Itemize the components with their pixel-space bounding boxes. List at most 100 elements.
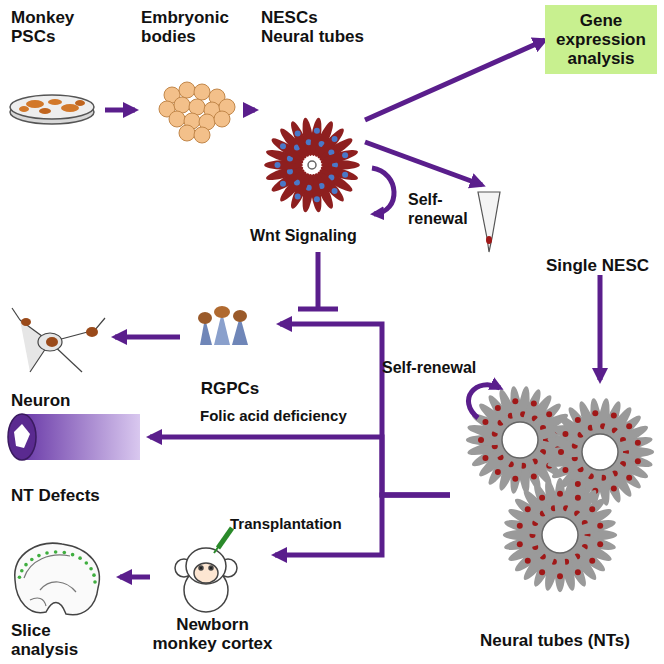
- nucleus: [512, 476, 518, 482]
- nucleus: [575, 417, 581, 423]
- nucleus: [525, 558, 531, 564]
- nucleus: [482, 419, 488, 425]
- process-box: Gene expression analysis: [545, 5, 657, 74]
- cell-dot: [30, 558, 34, 562]
- stage-node: Neural tubes (NTs): [450, 380, 660, 650]
- edge-label: Transplantation: [230, 514, 370, 533]
- neuron-cell: [12, 308, 105, 372]
- annotation-label: Self-renewal: [382, 358, 502, 377]
- cell-dot: [78, 556, 82, 560]
- nucleus: [539, 495, 545, 501]
- flow-arrow: [245, 108, 255, 113]
- cell-dot: [93, 580, 97, 584]
- neural-tube-defect: [8, 414, 140, 460]
- nucleus: [557, 573, 563, 579]
- nucleus: [531, 401, 537, 407]
- node-label: Neuron: [11, 391, 115, 410]
- annotation-label: Wnt Signaling: [250, 226, 400, 245]
- nucleus: [517, 523, 523, 529]
- nucleus: [314, 196, 320, 202]
- nucleus: [280, 143, 286, 149]
- stage-node: RGPCs: [180, 298, 280, 398]
- nucleus: [557, 491, 563, 497]
- node-label: Embryonic bodies: [141, 8, 245, 46]
- cell-dot: [63, 551, 67, 555]
- nucleus: [589, 558, 595, 564]
- nucleus: [342, 152, 348, 158]
- nucleus: [562, 467, 568, 473]
- culture-dish: [10, 95, 94, 124]
- brain-slice: [15, 543, 100, 615]
- lumen: [582, 434, 618, 470]
- nucleus: [495, 405, 501, 411]
- stage-node: Single NESC: [455, 185, 655, 275]
- cell-dot: [24, 563, 28, 567]
- cell-dot: [71, 553, 75, 557]
- nesc-rosette: [264, 117, 360, 213]
- eb-sphere: [179, 82, 195, 98]
- nucleus: [478, 437, 484, 443]
- nucleus: [517, 541, 523, 547]
- cell-dot: [85, 561, 89, 565]
- nucleus: [512, 398, 518, 404]
- self-renewal-arrow: [469, 385, 500, 418]
- eb-sphere: [214, 111, 230, 127]
- stage-node: Slice analysis: [5, 535, 120, 659]
- eb-sphere: [194, 127, 210, 143]
- flow-arrow: [598, 275, 603, 380]
- stage-node: Embryonic bodies: [135, 8, 245, 133]
- edge-label: Folic acid deficiency: [200, 406, 370, 425]
- node-label: Monkey PSCs: [11, 8, 105, 46]
- nucleus: [575, 569, 581, 575]
- nucleus: [280, 181, 286, 187]
- nucleus: [332, 136, 338, 142]
- inhibition-bar: [298, 252, 338, 309]
- pipette: [478, 192, 500, 252]
- nucleus: [635, 458, 641, 464]
- nucleus: [575, 495, 581, 501]
- flow-arrow: [365, 40, 545, 120]
- stage-node: Newborn monkey cortex: [150, 525, 275, 653]
- self-renewal-arrow: [372, 168, 394, 214]
- nucleus: [525, 506, 531, 512]
- nucleus: [558, 449, 564, 455]
- nucleus: [314, 128, 320, 134]
- nucleus: [482, 455, 488, 461]
- cell: [319, 147, 359, 167]
- nucleus: [575, 481, 581, 487]
- annotation-label: Self-renewal: [408, 190, 470, 228]
- node-label: Neural tubes (NTs): [450, 631, 660, 650]
- nucleus: [275, 162, 281, 168]
- flow-arrow: [105, 108, 135, 113]
- nucleus: [635, 440, 641, 446]
- rgpc-cells: [198, 306, 248, 345]
- flow-arrow: [120, 575, 150, 580]
- eb-sphere: [169, 111, 185, 127]
- node-label: Single NESC: [455, 256, 649, 275]
- node-label: NT Defects: [11, 486, 150, 505]
- nucleus: [546, 411, 552, 417]
- nucleus: [295, 131, 301, 137]
- cell-dot: [54, 550, 58, 554]
- nucleus: [332, 188, 338, 194]
- nucleus: [539, 569, 545, 575]
- node-label: Newborn monkey cortex: [150, 615, 275, 653]
- nucleus: [342, 172, 348, 178]
- cell-dot: [18, 576, 22, 580]
- eb-sphere: [194, 84, 210, 100]
- node-label: Slice analysis: [11, 621, 120, 659]
- neural-tube-rosettes: [466, 386, 654, 593]
- cell-dot: [45, 551, 49, 555]
- cell-dot: [20, 569, 24, 573]
- nucleus: [531, 473, 537, 479]
- stage-node: Monkey PSCs: [5, 8, 105, 133]
- lumen: [308, 161, 316, 169]
- nucleus: [495, 469, 501, 475]
- nucleus: [611, 485, 617, 491]
- nucleus: [626, 475, 632, 481]
- node-label: NESCs Neural tubes: [261, 8, 365, 46]
- nucleus: [592, 410, 598, 416]
